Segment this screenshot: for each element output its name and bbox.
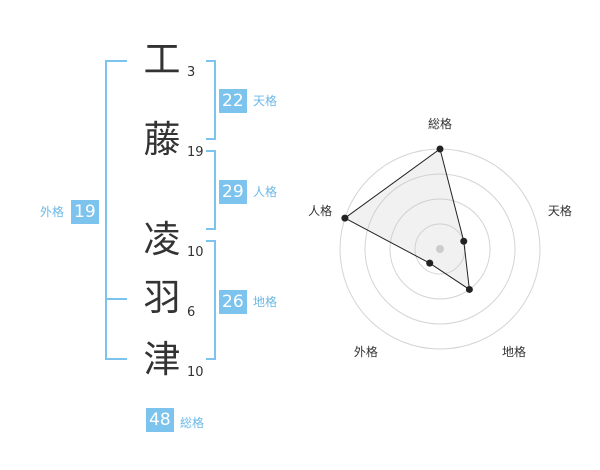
gaikaku-badge: 19 (71, 200, 99, 224)
soukaku-badge: 48 (146, 408, 174, 432)
tenkaku-label: 天格 (253, 94, 278, 108)
radar-ring (414, 223, 466, 275)
jinkaku-label: 人格 (253, 185, 278, 199)
radar-rings (339, 148, 541, 350)
radar-axis-label-5: 人格 (308, 203, 332, 218)
radar-ring (389, 198, 491, 300)
gaikaku-bracket (105, 60, 127, 360)
gaikaku-label: 外格 (40, 205, 65, 219)
radar-ring (339, 148, 541, 350)
name-char-2: 藤 (143, 118, 181, 161)
radar-ring (364, 173, 516, 325)
stroke-count-1: 3 (187, 65, 196, 80)
radar-point-1 (436, 145, 444, 153)
name-char-3: 凌 (143, 218, 181, 261)
radar-axis-label-4: 外格 (354, 344, 378, 359)
tenkaku-badge: 22 (219, 89, 247, 113)
stroke-count-2: 19 (187, 145, 204, 160)
name-char-5: 津 (143, 338, 181, 381)
stroke-count-3: 10 (187, 245, 204, 260)
radar-point-2 (460, 237, 468, 245)
radar-points (341, 145, 473, 293)
chikaku-badge: 26 (219, 290, 247, 314)
name-char-4: 羽 (143, 276, 181, 319)
radar-axis-label-2: 天格 (548, 203, 572, 218)
stroke-count-5: 10 (187, 365, 204, 380)
jinkaku-badge: 29 (219, 180, 247, 204)
soukaku-label: 総格 (180, 416, 205, 430)
chikaku-label: 地格 (253, 295, 278, 309)
radar-center-dot (436, 245, 444, 253)
radar-axis-label-1: 総格 (428, 116, 452, 131)
radar-polygon (343, 148, 471, 291)
radar-point-4 (426, 259, 434, 267)
stroke-count-4: 6 (187, 305, 196, 320)
radar-axis-label-3: 地格 (502, 344, 526, 359)
name-char-1: 工 (143, 38, 181, 81)
gaikaku-bracket-mid-tick (105, 298, 127, 300)
jinkaku-bracket (206, 150, 216, 230)
radar-point-5 (341, 214, 349, 222)
radar-point-3 (465, 285, 473, 293)
tenkaku-bracket (206, 60, 216, 140)
chikaku-bracket (206, 240, 216, 360)
